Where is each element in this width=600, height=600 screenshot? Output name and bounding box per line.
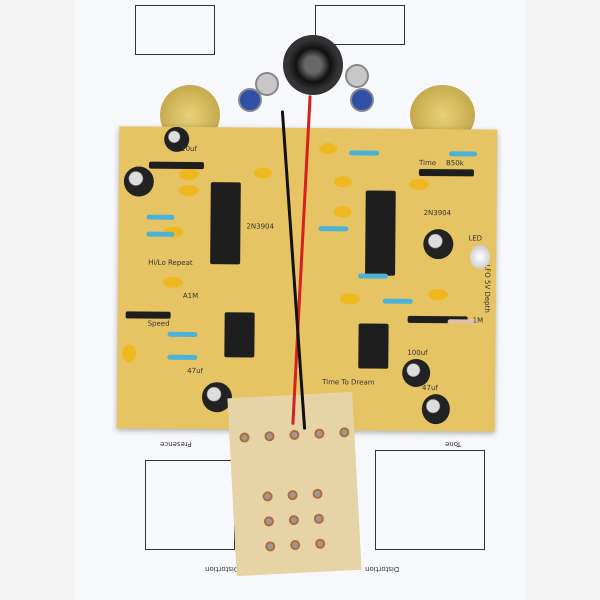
capacitor [408, 178, 429, 191]
b50k-label: B50k [445, 159, 464, 168]
hi-lo-repeat-label: Hi/Lo Repeat [148, 258, 193, 268]
schematic-block [375, 450, 485, 550]
solder-pad [288, 514, 300, 526]
resistor [382, 298, 413, 304]
led-label: LED [468, 234, 483, 243]
distortion-label: Distortion [205, 565, 240, 573]
resistor [358, 273, 389, 279]
solder-pad [263, 516, 275, 527]
solder-pad [339, 427, 350, 438]
solder-pad [262, 491, 273, 502]
electrolytic-capacitor [402, 358, 431, 388]
time-to-dream-label: Time To Dream [322, 378, 375, 387]
cap-value-label: 100uf [407, 348, 428, 358]
schematic-block [315, 5, 405, 45]
capacitor [339, 293, 360, 305]
header-pins [418, 168, 474, 177]
trimmer [350, 88, 374, 112]
toggle-switch [345, 64, 369, 88]
distortion-label: Distortion [365, 565, 400, 573]
tone-label: Tone [445, 440, 462, 448]
solder-pad [314, 538, 326, 549]
solder-pad [314, 428, 325, 439]
speed-label: Speed [147, 319, 170, 328]
cap-value-label: 47uf [187, 366, 204, 376]
schematic-block [135, 5, 215, 55]
resistor [167, 331, 198, 338]
presence-label: Presence [160, 440, 192, 448]
electrolytic-capacitor [421, 394, 450, 425]
resistor-value-label: 1M [472, 316, 484, 325]
electrolytic-capacitor [123, 166, 154, 197]
led [470, 245, 490, 269]
resistor [349, 150, 380, 156]
a1m-label: A1M [182, 291, 199, 301]
resistor [449, 151, 478, 157]
solder-pad [287, 489, 298, 501]
lfo-depth-label: LFO 5V Depth [482, 264, 492, 313]
resistor [146, 231, 175, 237]
resistor [167, 354, 198, 361]
transistor-label: 2N3904 [246, 222, 275, 231]
capacitor [122, 344, 137, 363]
capacitor [333, 176, 352, 188]
solder-pad [239, 432, 250, 443]
capacitor [319, 143, 338, 155]
capacitor [178, 168, 199, 181]
solder-pad [264, 430, 275, 442]
solder-pad [313, 513, 325, 525]
cap-value-label: 47uf [422, 384, 438, 393]
time-label: Time [418, 158, 437, 168]
capacitor [427, 289, 448, 301]
cap-value-label: 10uf [181, 144, 197, 154]
transistor-label: 2N3904 [423, 209, 452, 218]
solder-pad [312, 488, 323, 500]
resistor [318, 226, 349, 232]
capacitor [253, 167, 272, 179]
header-pins [125, 311, 171, 319]
schematic-block [145, 460, 235, 550]
resistor [146, 214, 175, 220]
solder-pad [264, 541, 276, 552]
ic-chip [365, 190, 396, 276]
capacitor [178, 184, 199, 197]
dc-jack [283, 35, 343, 95]
electrolytic-capacitor [423, 229, 454, 260]
capacitor [333, 206, 352, 218]
toggle-switch [255, 72, 279, 96]
solder-pad [289, 539, 301, 551]
ic-chip [210, 182, 241, 265]
ic-chip [358, 323, 389, 369]
solder-pad [289, 429, 300, 441]
capacitor [162, 276, 184, 288]
ic-chip [224, 312, 255, 358]
header-pins [148, 161, 205, 170]
